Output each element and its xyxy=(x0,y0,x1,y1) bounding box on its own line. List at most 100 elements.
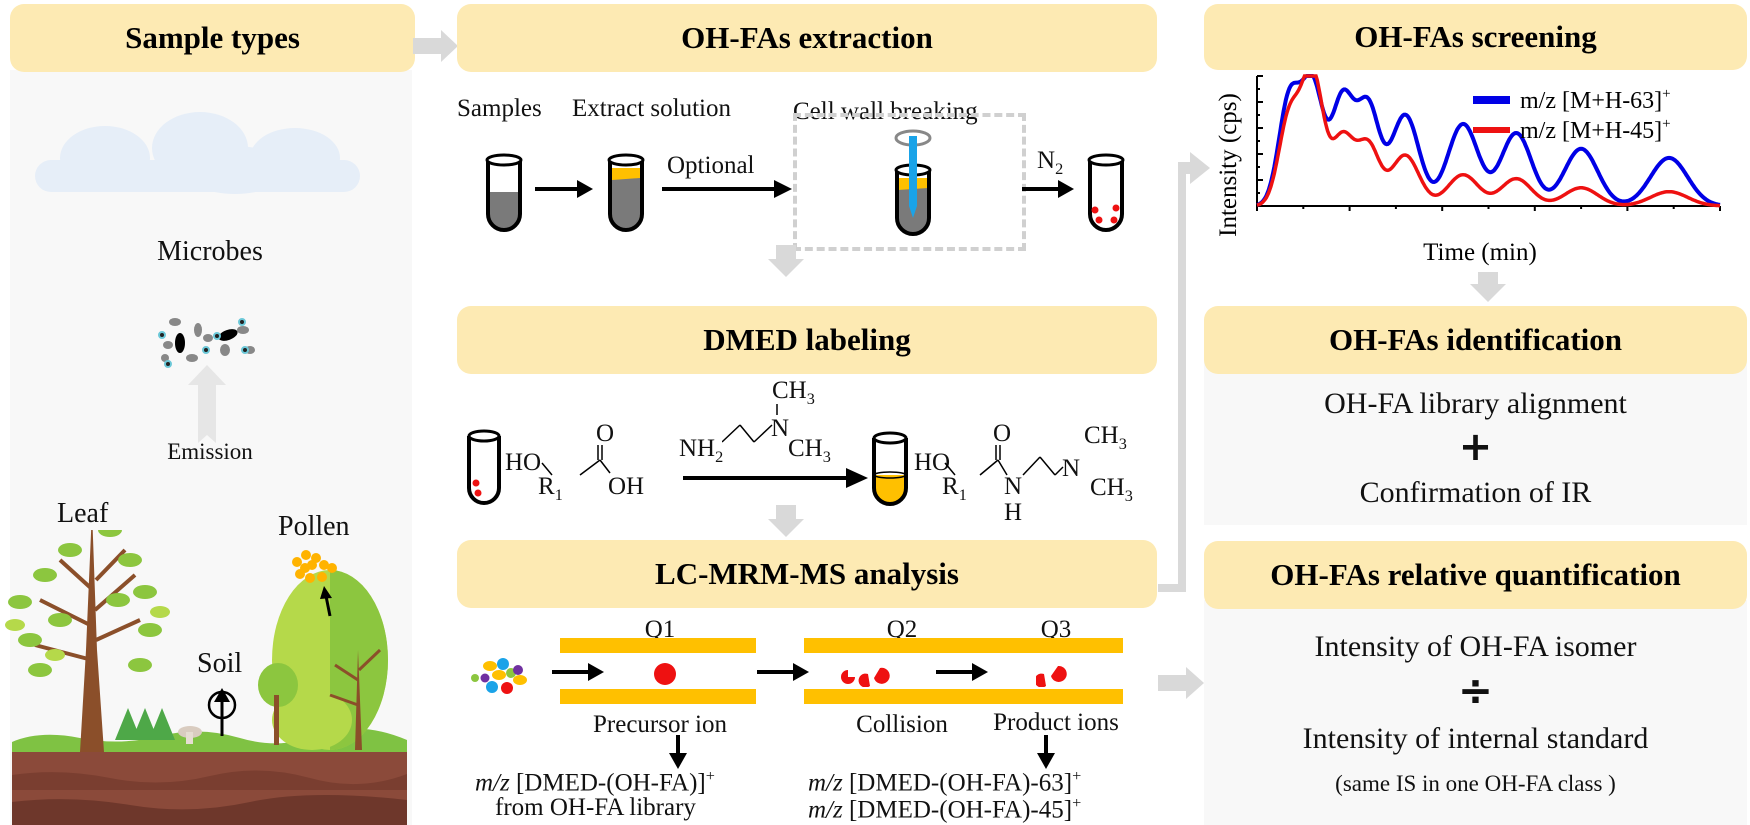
product-ions-icon xyxy=(1036,665,1067,687)
labeling-header: DMED labeling xyxy=(457,306,1157,374)
arrow-right-icon xyxy=(535,180,593,198)
optional-label: Optional xyxy=(667,152,755,179)
screening-chart: Intensity (cps) Time (min) m/z [M+H-63]+… xyxy=(1215,74,1721,266)
chart-ylabel: Intensity (cps) xyxy=(1215,93,1242,237)
microbes-label: Microbes xyxy=(157,236,263,267)
collision-label: Collision xyxy=(856,711,948,738)
arrow-to-q3-icon xyxy=(936,663,988,681)
reactant-oh: OH xyxy=(608,473,645,500)
analyte-mixture-icon xyxy=(471,658,527,694)
pollen-icon xyxy=(292,550,337,583)
connector-arrow-icon xyxy=(1158,152,1210,592)
product-n: N xyxy=(1004,473,1023,500)
sample-tube-icon xyxy=(485,153,523,232)
product-mz-label-1: m/z [DMED-(OH-FA)-63]+ xyxy=(808,767,1082,797)
screening-header: OH-FAs screening xyxy=(1204,4,1747,70)
chart-xlabel: Time (min) xyxy=(1423,239,1537,266)
product-mz-label-2: m/z [DMED-(OH-FA)-45]+ xyxy=(808,794,1082,824)
extract-solution-label: Extract solution xyxy=(572,95,731,122)
identification-line-2: Confirmation of IR xyxy=(1359,476,1592,509)
precursor-down-arrow-icon xyxy=(669,735,687,769)
arrow-to-q2-icon xyxy=(757,663,809,681)
q1-rod-bottom xyxy=(560,689,756,704)
quantification-note: (same IS in one OH-FA class ) xyxy=(1335,771,1616,796)
q1-label: Q1 xyxy=(644,616,676,643)
product-ch3-top: CH3 xyxy=(1084,422,1127,453)
reaction-arrow-icon xyxy=(683,468,868,488)
flow-arrow-icon xyxy=(413,30,458,62)
emission-label: Emission xyxy=(167,439,253,464)
series-line-m-h-63 xyxy=(1256,74,1721,207)
microbes-icon xyxy=(158,318,255,368)
leaf-label: Leaf xyxy=(57,498,109,529)
extract-tube-icon xyxy=(607,153,645,232)
quant-arrow-icon xyxy=(1158,667,1204,699)
product-r1: R1 xyxy=(942,473,967,504)
quantification-title: OH-FAs relative quantification xyxy=(1270,557,1681,592)
reactant-ho: HO xyxy=(505,449,542,476)
divide-operator: ÷ xyxy=(1457,666,1494,715)
precursor-ion-dot xyxy=(654,663,676,685)
q3-label: Q3 xyxy=(1040,616,1072,643)
product-h: H xyxy=(1004,499,1023,526)
product-o: O xyxy=(993,420,1012,447)
fragment-ions-icon xyxy=(841,667,890,687)
plus-operator: + xyxy=(1458,424,1493,470)
cell-wall-breaking-box xyxy=(793,113,1026,251)
cloud-icon xyxy=(35,112,360,194)
quantification-header: OH-FAs relative quantification xyxy=(1204,541,1747,609)
product-ho: HO xyxy=(914,449,951,476)
q2-rod-bottom xyxy=(804,689,1000,704)
down-arrow-icon-3 xyxy=(1470,272,1506,302)
reagent-n: N xyxy=(771,415,790,442)
sample-types-title: Sample types xyxy=(125,20,300,55)
reagent-nh2: NH2 xyxy=(679,435,724,466)
soil-label: Soil xyxy=(197,648,243,679)
landscape-illustration xyxy=(5,530,407,825)
identification-panel xyxy=(1204,360,1747,525)
optional-arrow-icon xyxy=(662,180,792,198)
quantification-panel xyxy=(1204,600,1747,825)
pollen-label: Pollen xyxy=(278,511,350,542)
reactant-o: O xyxy=(596,420,615,447)
down-arrow-icon-2 xyxy=(768,505,804,537)
legend-label-45: m/z [M+H-45]+ xyxy=(1520,116,1671,144)
precursor-note-label: from OH-FA library xyxy=(495,794,696,821)
dried-tube-icon-2 xyxy=(467,429,501,505)
reagent-bonds xyxy=(722,404,778,443)
reactant-r1: R1 xyxy=(538,473,563,504)
emission-arrow-icon xyxy=(188,365,226,443)
reagent-ch3-top: CH3 xyxy=(772,377,815,408)
dried-tube-icon xyxy=(1087,153,1125,232)
identification-header: OH-FAs identification xyxy=(1204,306,1747,374)
lcms-title: LC-MRM-MS analysis xyxy=(655,556,959,591)
reactant-bonds xyxy=(541,445,611,476)
cell-wall-breaking-label: Cell wall breaking xyxy=(793,98,978,125)
identification-line-1: OH-FA library alignment xyxy=(1324,387,1627,420)
extraction-header: OH-FAs extraction xyxy=(457,4,1157,72)
screening-title: OH-FAs screening xyxy=(1354,19,1597,54)
soil-arrow-icon xyxy=(214,688,230,736)
q1-rod-top xyxy=(560,638,756,653)
labeled-tube-icon xyxy=(872,431,908,506)
pollen-arrow-icon xyxy=(320,586,332,617)
numerator-label: Intensity of OH-FA isomer xyxy=(1314,630,1637,663)
n2-label: N2 xyxy=(1037,147,1064,178)
product-down-arrow-icon xyxy=(1037,735,1055,769)
sample-types-header: Sample types xyxy=(10,4,415,72)
sonication-tube-icon xyxy=(894,129,932,236)
down-arrow-icon xyxy=(768,245,804,277)
extraction-title: OH-FAs extraction xyxy=(681,20,933,55)
reagent-ch3-right: CH3 xyxy=(788,435,831,466)
precursor-mz-label: m/z [DMED-(OH-FA)]+ xyxy=(475,767,715,797)
q3-rod-bottom xyxy=(988,689,1123,704)
product-ch3-bottom: CH3 xyxy=(1090,474,1133,505)
lcms-header: LC-MRM-MS analysis xyxy=(457,540,1157,608)
n2-arrow-icon xyxy=(1022,180,1074,198)
series-line-m-h-45 xyxy=(1256,74,1721,208)
labeling-title: DMED labeling xyxy=(703,322,911,357)
product-ions-label: Product ions xyxy=(993,709,1119,736)
q2-label: Q2 xyxy=(886,616,918,643)
product-n2: N xyxy=(1062,455,1081,482)
legend-label-63: m/z [M+H-63]+ xyxy=(1520,86,1671,114)
